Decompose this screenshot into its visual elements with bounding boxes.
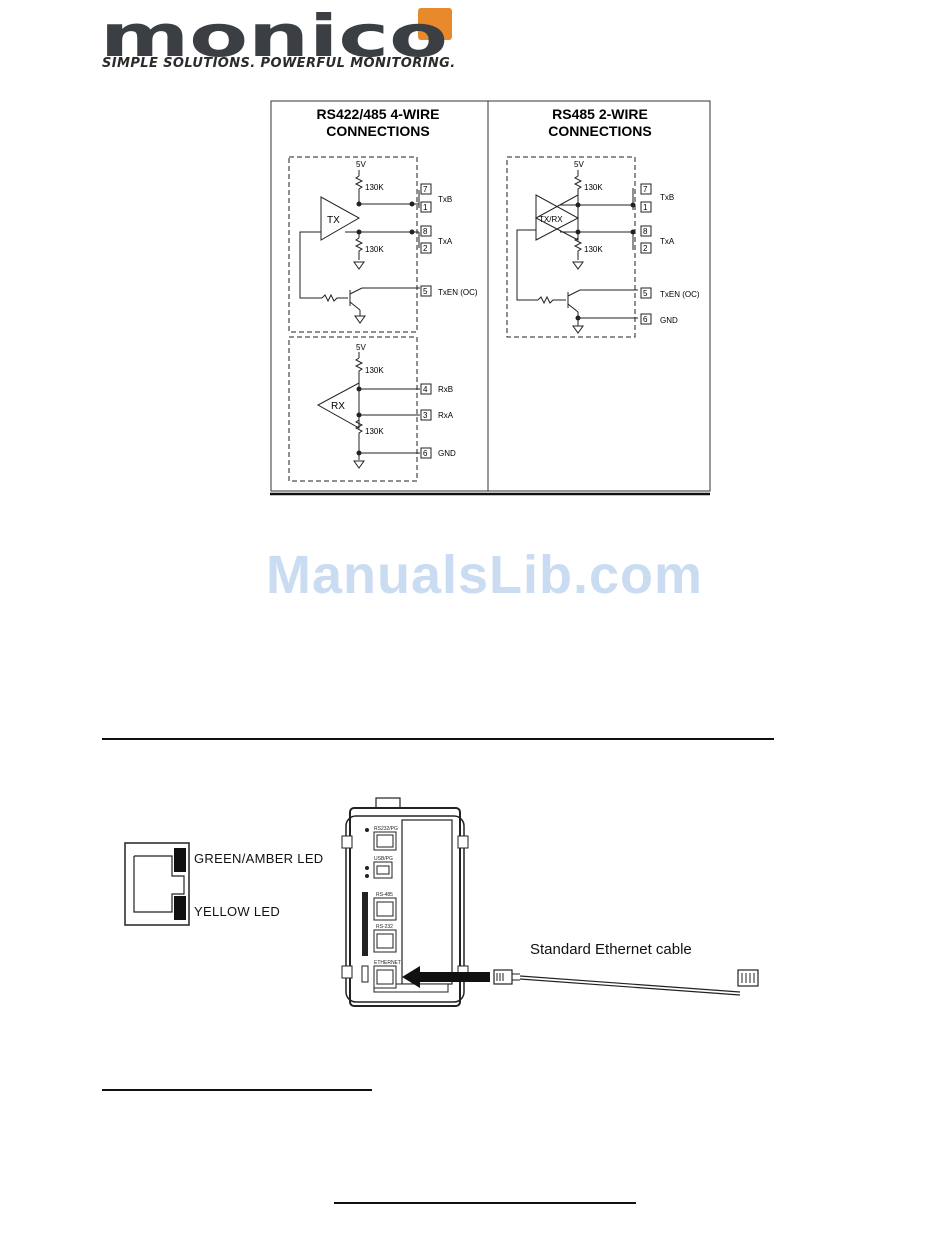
four-wire-rx-pin-boxes	[420, 383, 432, 459]
yellow-led-label: YELLOW LED	[194, 904, 281, 919]
schematic-frame	[270, 100, 711, 492]
logo-tagline: SIMPLE SOLUTIONS. POWERFUL MONITORING.	[102, 56, 456, 71]
four-wire-5v-top: 5V	[356, 160, 366, 169]
port-ethernet	[373, 965, 397, 989]
yellow-led-indicator	[174, 896, 186, 920]
two-wire-pin-text: 7 1 8 2 5 6 TxB TxA TxEN (OC) GND	[643, 185, 700, 325]
svg-text:5: 5	[643, 289, 648, 298]
two-wire-r1: 130K	[584, 183, 603, 192]
led-diagram	[124, 842, 190, 926]
sd-card-slot	[362, 892, 368, 956]
svg-text:RS232/PG: RS232/PG	[374, 826, 398, 832]
svg-text:3: 3	[423, 411, 428, 420]
svg-text:8: 8	[643, 227, 648, 236]
rj45-led-jack	[124, 842, 190, 926]
svg-text:5: 5	[423, 287, 428, 296]
svg-text:TxB: TxB	[660, 193, 674, 202]
rs485-schematic: RS422/485 4-WIRE CONNECTIONS RS485 2-WIR…	[270, 100, 711, 496]
svg-text:GND: GND	[660, 316, 678, 325]
svg-text:7: 7	[423, 185, 428, 194]
svg-text:TxA: TxA	[660, 237, 675, 246]
two-wire-section	[506, 156, 638, 338]
svg-text:TxEN (OC): TxEN (OC)	[660, 290, 700, 299]
four-wire-tx-section	[288, 156, 420, 333]
svg-text:2: 2	[643, 244, 648, 253]
section-rule-1	[102, 738, 774, 740]
svg-text:1: 1	[423, 203, 428, 212]
two-wire-title-1: RS485 2-WIRE	[552, 106, 648, 122]
svg-text:1: 1	[643, 203, 648, 212]
logo-wordmark: monico	[100, 6, 448, 70]
insert-arrow-icon	[402, 966, 490, 988]
watermark: ManualsLib.com	[266, 545, 704, 605]
ethernet-cable-label: Standard Ethernet cable	[530, 941, 692, 958]
svg-text:RxB: RxB	[438, 385, 453, 394]
four-wire-r4: 130K	[365, 427, 384, 436]
device-drawing: RS232/PG USB/PG RS-485 RS-232 ETHERNET	[341, 797, 759, 1007]
header-logo: monico	[100, 2, 460, 72]
svg-text:RxA: RxA	[438, 411, 454, 420]
four-wire-title-1: RS422/485 4-WIRE	[317, 106, 440, 122]
svg-text:TxEN (OC): TxEN (OC)	[438, 288, 478, 297]
svg-text:6: 6	[643, 315, 648, 324]
section-rule-3	[334, 1202, 636, 1204]
two-wire-title-2: CONNECTIONS	[548, 123, 651, 139]
monico-logo: monico	[100, 2, 452, 70]
svg-text:RS-485: RS-485	[376, 892, 393, 898]
four-wire-tx-pin-boxes	[420, 183, 432, 297]
four-wire-tx-dots	[356, 201, 415, 235]
two-wire-txrx-label: TX/RX	[539, 215, 563, 224]
svg-text:4: 4	[423, 385, 428, 394]
green-amber-led-indicator	[174, 848, 186, 872]
device-illustration: RS232/PG USB/PG RS-485 RS-232 ETHERNET	[340, 796, 770, 1010]
four-wire-rx-section	[288, 336, 420, 482]
four-wire-title-2: CONNECTIONS	[326, 123, 429, 139]
four-wire-rx-dots	[356, 386, 362, 456]
two-wire-5v: 5V	[574, 160, 584, 169]
port-rs232pg	[373, 831, 397, 851]
four-wire-rx-label: RX	[331, 401, 345, 412]
svg-text:GND: GND	[438, 449, 456, 458]
svg-text:6: 6	[423, 449, 428, 458]
rs485-schematic-figure: RS422/485 4-WIRE CONNECTIONS RS485 2-WIR…	[270, 100, 712, 498]
svg-text:8: 8	[423, 227, 428, 236]
svg-text:7: 7	[643, 185, 648, 194]
four-wire-tx-pin-text: 7 1 8 2 5 TxB TxA TxEN (OC)	[423, 185, 478, 297]
port-rs485	[373, 897, 397, 921]
four-wire-r2: 130K	[365, 245, 384, 254]
svg-text:2: 2	[423, 244, 428, 253]
four-wire-5v-bottom: 5V	[356, 343, 366, 352]
svg-text:RS-232: RS-232	[376, 924, 393, 930]
two-wire-pin-boxes	[640, 183, 652, 325]
four-wire-rx-pin-text: 4 3 6 RxB RxA GND	[423, 385, 456, 458]
logo-accent-square	[418, 8, 452, 40]
four-wire-r1: 130K	[365, 183, 384, 192]
svg-text:ETHERNET: ETHERNET	[374, 960, 401, 966]
two-wire-dots	[575, 202, 636, 321]
cable-plug-right	[737, 969, 759, 987]
section-rule-2	[102, 1089, 372, 1091]
svg-text:USB/PG: USB/PG	[374, 856, 393, 862]
svg-text:TxA: TxA	[438, 237, 453, 246]
four-wire-tx-label: TX	[327, 215, 340, 226]
two-wire-r2: 130K	[584, 245, 603, 254]
port-rs232	[373, 929, 397, 953]
green-amber-led-label: GREEN/AMBER LED	[194, 851, 324, 866]
svg-text:TxB: TxB	[438, 195, 452, 204]
four-wire-r3: 130K	[365, 366, 384, 375]
